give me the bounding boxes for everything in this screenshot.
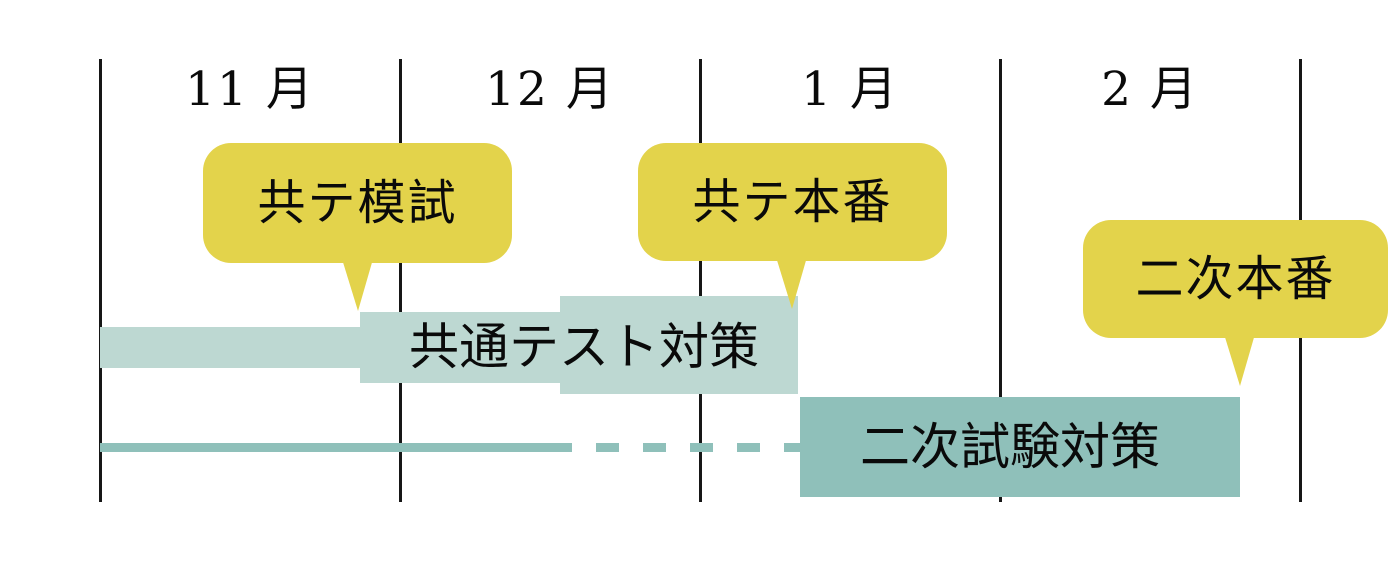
kyotsu-test-prep-bar-segment-medium xyxy=(360,312,560,383)
month-label-february: 2 月 xyxy=(1101,62,1199,117)
kyotsu-test-prep-bar-segment-large xyxy=(560,296,798,394)
callout-niji-real-exam-label: 二次本番 xyxy=(1135,251,1336,307)
month-label-november: 11 月 xyxy=(185,62,315,117)
callout-tail-down-icon xyxy=(342,259,373,311)
callout-kyote-mock-exam: 共テ模試 xyxy=(203,143,512,311)
callout-kyote-mock-exam-label: 共テ模試 xyxy=(257,175,458,231)
kyotsu-test-prep-bar-segment-small xyxy=(100,327,360,368)
niji-exam-prep-line-solid xyxy=(100,443,572,452)
callout-tail-down-icon xyxy=(1224,334,1255,386)
callout-tail-down-icon xyxy=(776,257,807,309)
month-gridline-feb-start xyxy=(999,59,1002,502)
callout-niji-real-exam: 二次本番 xyxy=(1083,220,1388,386)
niji-exam-prep-bar-label: 二次試験対策 xyxy=(860,418,1160,476)
month-gridline-nov-start xyxy=(99,59,102,502)
niji-exam-prep-line-dashed xyxy=(572,443,800,452)
niji-exam-prep-bar xyxy=(800,397,1240,497)
month-label-january: 1 月 xyxy=(801,62,899,117)
callout-kyote-real-exam-label: 共テ本番 xyxy=(692,174,893,230)
month-gridline-dec-start xyxy=(399,59,402,502)
month-gridline-jan-start xyxy=(699,59,702,502)
month-label-december: 12 月 xyxy=(485,62,615,117)
kyotsu-test-prep-bar-label: 共通テスト対策 xyxy=(409,318,759,376)
callout-kyote-real-exam: 共テ本番 xyxy=(638,143,947,309)
